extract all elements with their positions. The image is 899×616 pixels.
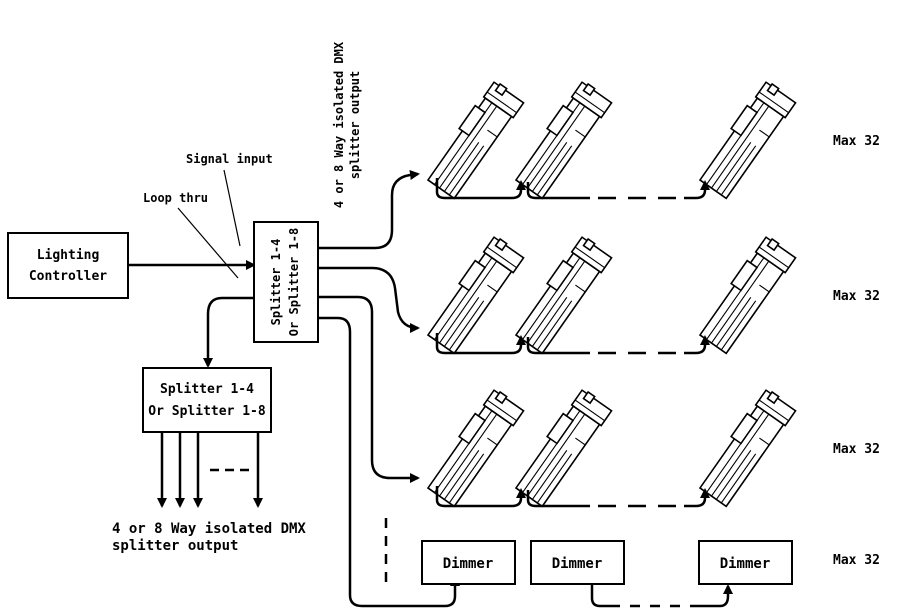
- fixture-r1-c2: [511, 78, 614, 201]
- bottom-output-label-line2: splitter output: [112, 538, 238, 554]
- chain-wire-r2-b: [526, 337, 590, 355]
- output-wire-dimmers: [318, 316, 460, 608]
- max-label-row3: Max 32: [833, 442, 880, 457]
- chain-wire-r1-c: [684, 180, 710, 200]
- dimmer-2-label: Dimmer: [552, 556, 603, 572]
- max-label-row2: Max 32: [833, 289, 880, 304]
- chain-wire-r2-a: [435, 333, 526, 355]
- lighting-controller-line2: Controller: [29, 269, 107, 284]
- secondary-splitter-line2: Or Splitter 1-8: [148, 404, 266, 419]
- loop-thru-pointer: [177, 207, 239, 279]
- chain-wire-r1-b: [526, 182, 590, 200]
- output-wire-row2: [318, 266, 420, 333]
- chain-wire-r2-c: [684, 335, 710, 355]
- signal-input-pointer: [223, 169, 241, 247]
- secondary-splitter-line1: Splitter 1-4: [160, 382, 254, 397]
- fixture-r3-c1: [423, 386, 526, 509]
- loop-thru-wire: [203, 296, 254, 368]
- chain-wire-r3-c: [684, 488, 710, 508]
- top-output-label-line1: 4 or 8 Way isolated DMX: [332, 41, 346, 208]
- fixture-r1-c1: [423, 78, 526, 201]
- signal-input-label: Signal input: [186, 152, 273, 166]
- dimmer-2: Dimmer: [530, 540, 625, 585]
- chain-wire-r1-a: [435, 178, 526, 200]
- max-label-dimmers: Max 32: [833, 553, 880, 568]
- fixture-r3-c2: [511, 386, 614, 509]
- lighting-controller-line1: Lighting: [37, 248, 100, 263]
- dimmer-3: Dimmer: [698, 540, 793, 585]
- top-output-label-line2: splitter output: [348, 71, 362, 179]
- loop-thru-label: Loop thru: [143, 191, 208, 205]
- output-wire-row1: [318, 170, 420, 250]
- dimmer-1: Dimmer: [421, 540, 516, 585]
- fixture-r2-c3: [695, 233, 798, 356]
- fixture-r2-c1: [423, 233, 526, 356]
- dimmer-chain-2: [590, 584, 733, 608]
- dimmer-3-label: Dimmer: [720, 556, 771, 572]
- main-splitter-line1: Splitter 1-4: [269, 239, 283, 326]
- chain-wire-r3-a: [435, 486, 526, 508]
- lighting-controller-box: Lighting Controller: [7, 232, 129, 299]
- fixture-r3-c3: [695, 386, 798, 509]
- bottom-output-label-line1: 4 or 8 Way isolated DMX: [112, 521, 306, 537]
- chain-wire-r3-b: [526, 490, 590, 508]
- fixture-r1-c3: [695, 78, 798, 201]
- dimmer-1-label: Dimmer: [443, 556, 494, 572]
- max-label-row1: Max 32: [833, 134, 880, 149]
- main-splitter-box: Splitter 1-4 Or Splitter 1-8: [253, 221, 319, 343]
- main-splitter-line2: Or Splitter 1-8: [287, 228, 301, 336]
- output-wire-row3: [318, 295, 420, 483]
- fixture-r2-c2: [511, 233, 614, 356]
- fixtures-layer: [423, 78, 798, 509]
- secondary-splitter-box: Splitter 1-4 Or Splitter 1-8: [142, 367, 272, 433]
